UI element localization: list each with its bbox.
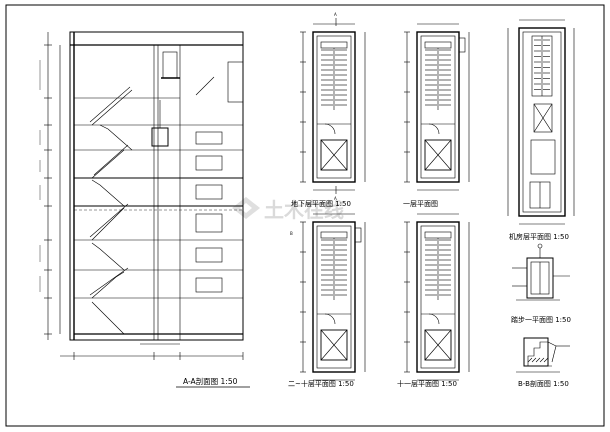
machine-room-plan — [507, 19, 575, 225]
title-section-aa: A-A剖面图 1:50 — [183, 376, 238, 386]
title-detail-step: 踏步一平面图 1:50 — [511, 315, 571, 324]
detail-step-plan — [512, 243, 570, 301]
title-machine-room-plan: 机房层平面图 1:50 — [509, 232, 569, 241]
watermark-logo-icon — [232, 197, 260, 219]
title-section-bb: B-B剖面图 1:50 — [518, 379, 569, 388]
title-floor-2-20-plan: 二~十层平面图 1:50 — [288, 379, 354, 388]
plan-floor-2-20 — [300, 213, 366, 381]
plan-first-floor — [404, 23, 470, 191]
section-bb — [516, 337, 570, 373]
section-marker-b-left: B — [290, 231, 293, 236]
section-aa — [44, 31, 244, 360]
title-floor-11-plan: 十一层平面图 1:50 — [397, 379, 457, 388]
title-first-floor-plan: 一层平面图 — [403, 200, 438, 208]
plan-basement — [300, 23, 366, 191]
floor-plans — [300, 23, 470, 381]
watermark: 土木在线 — [232, 197, 344, 222]
watermark-text: 土木在线 — [264, 198, 344, 222]
title-basement-plan: 地下层平面图 1:50 — [291, 199, 351, 208]
plan-floor-11 — [404, 213, 470, 381]
section-marker-a-top: A — [334, 12, 337, 17]
sheet-border — [5, 4, 605, 427]
section-marker-a-bottom: A — [334, 196, 337, 201]
